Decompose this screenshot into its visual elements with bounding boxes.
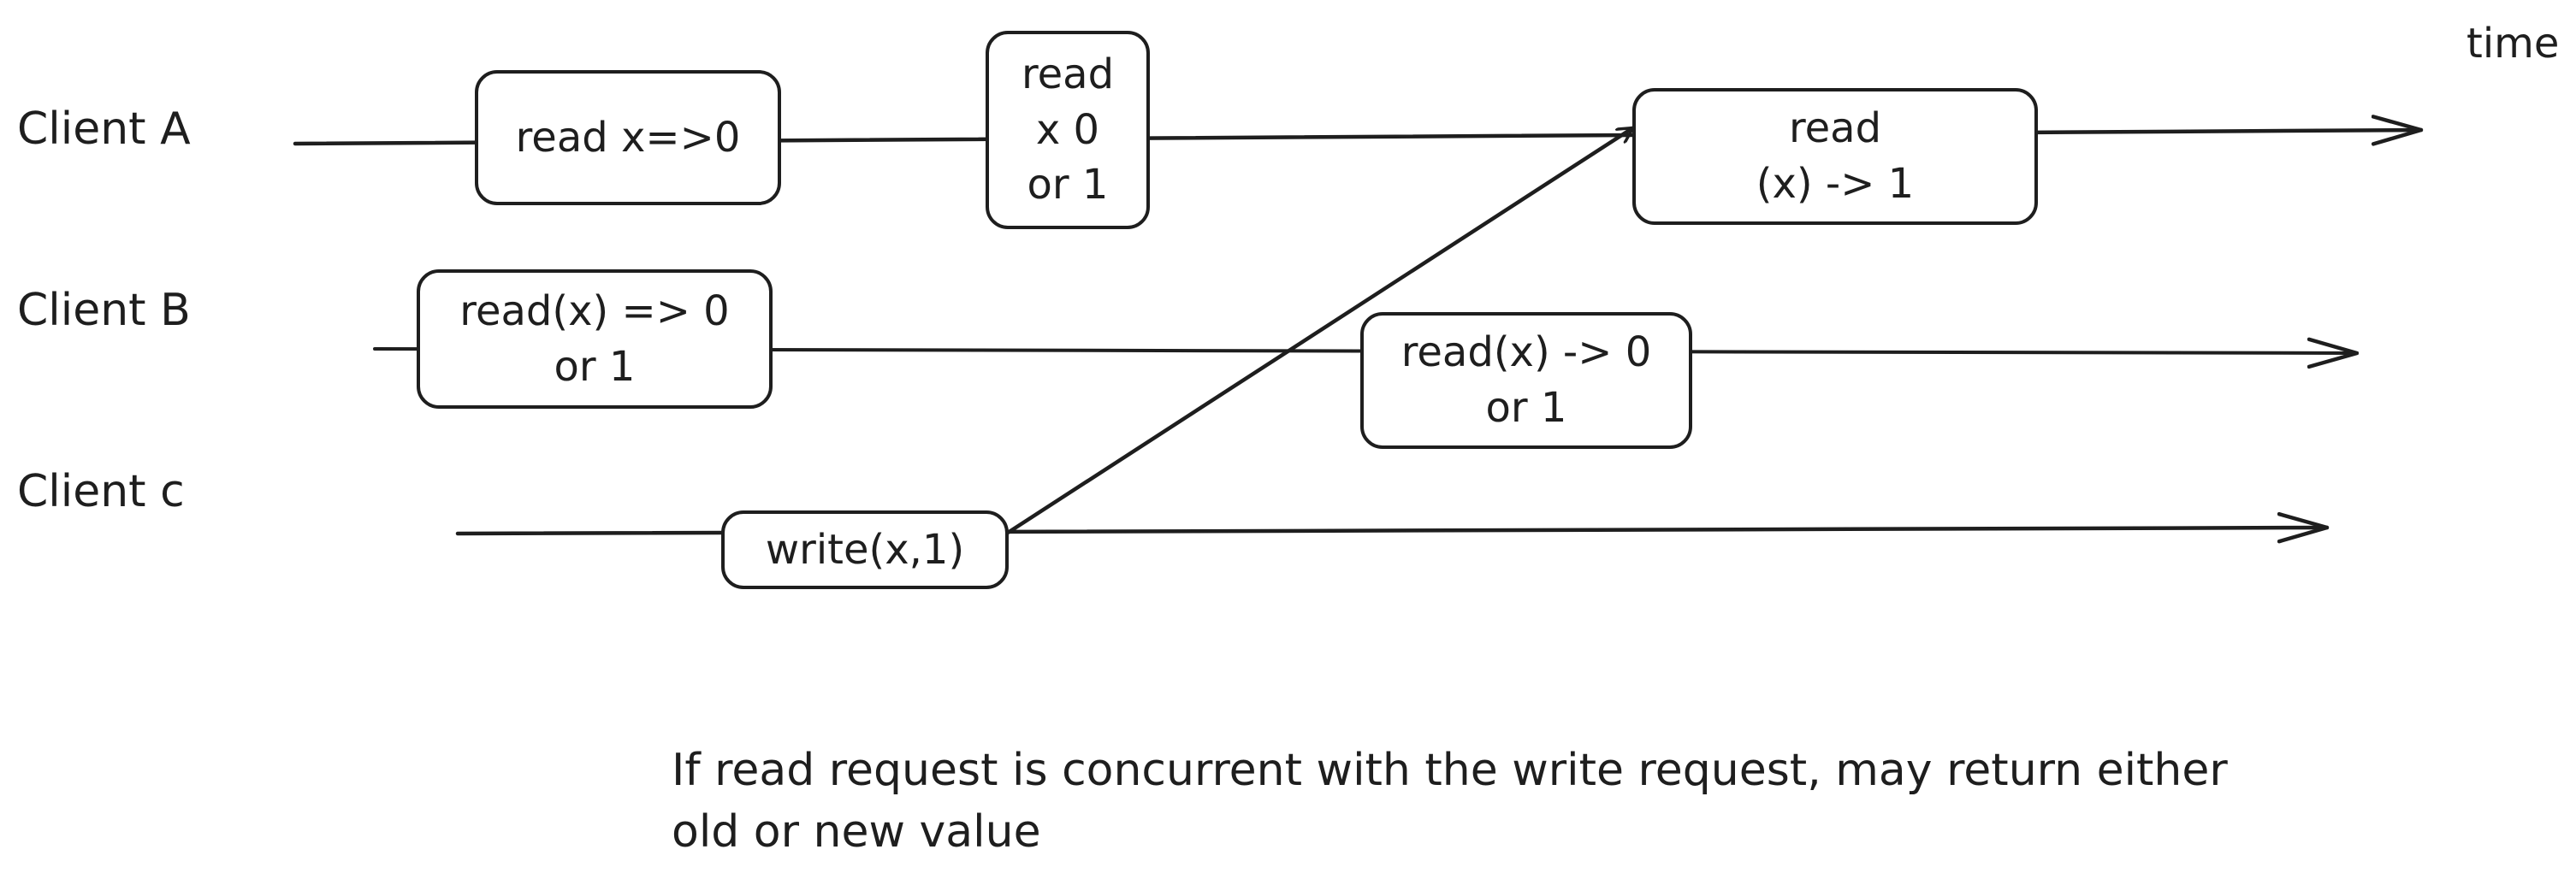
concurrency-note-line-1: If read request is concurrent with the w… (672, 745, 2228, 796)
client-a-read-op-1: read x=>0 (475, 70, 781, 205)
client-b-read-op-1-text: read(x) => 0 or 1 (459, 286, 730, 391)
client-b-read-op-1: read(x) => 0 or 1 (417, 269, 773, 409)
client-a-read-op-2: read x 0 or 1 (986, 31, 1150, 229)
client-a-read-op-2-text: read x 0 or 1 (1021, 50, 1115, 209)
client-a-read-op-1-text: read x=>0 (515, 113, 741, 162)
client-b-label: Client B (17, 285, 191, 336)
client-a-read-op-3-text: read (x) -> 1 (1756, 104, 1915, 208)
concurrency-note-line-2: old or new value (672, 805, 1041, 858)
client-a-label: Client A (17, 103, 191, 155)
client-c-write-op: write(x,1) (721, 510, 1009, 589)
client-c-write-op-text: write(x,1) (765, 525, 965, 574)
concurrency-note: If read request is concurrent with the w… (672, 740, 2383, 864)
client-a-read-op-3: read (x) -> 1 (1632, 88, 2038, 225)
client-c-label: Client c (17, 466, 185, 517)
time-axis-label: time (2466, 20, 2560, 68)
write-propagation-arrow (1005, 128, 1632, 535)
client-b-read-op-2: read(x) -> 0 or 1 (1360, 312, 1692, 449)
client-b-read-op-2-text: read(x) -> 0 or 1 (1401, 328, 1652, 432)
